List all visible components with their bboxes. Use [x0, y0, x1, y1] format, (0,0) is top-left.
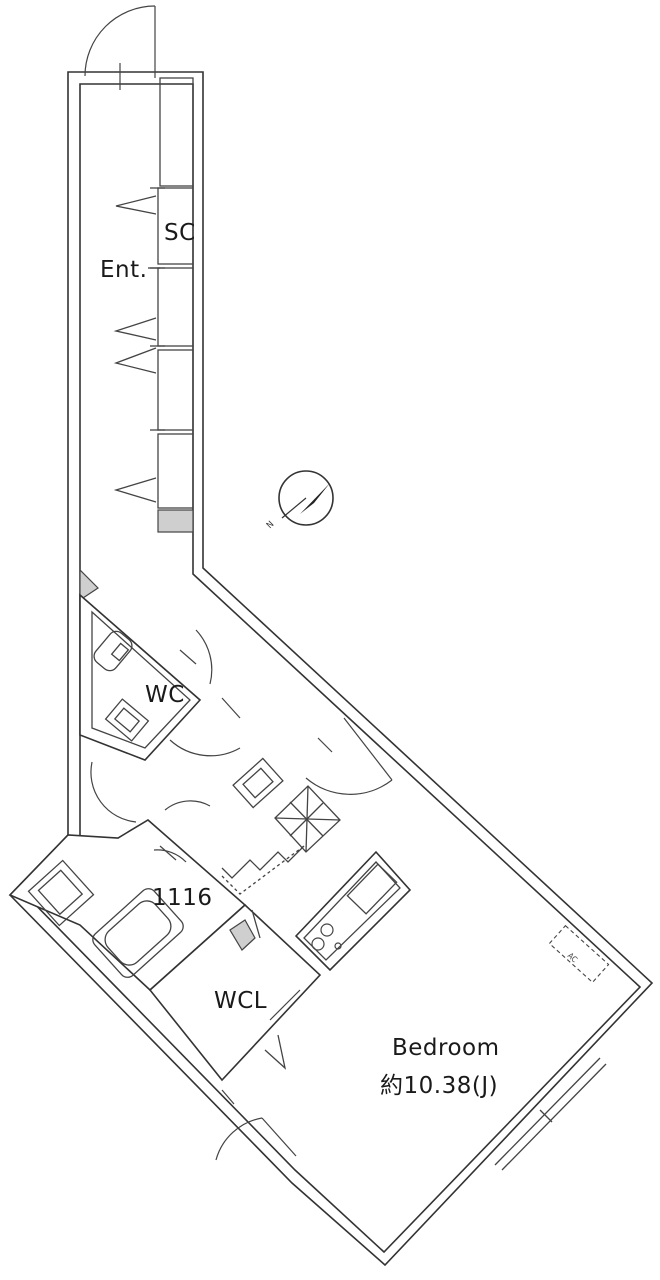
balcony-door[interactable] — [215, 1089, 297, 1161]
toilet-icon — [93, 630, 133, 672]
wcl-label: WCL — [214, 988, 267, 1014]
bath-sink-icon — [27, 859, 95, 927]
bath-label: 1116 — [152, 885, 213, 911]
compass-north-label: N — [265, 520, 276, 531]
bedroom-label: Bedroom — [392, 1035, 500, 1061]
hallway-doors[interactable] — [90, 697, 393, 823]
entrance-door[interactable] — [84, 5, 156, 90]
shoe-closet — [113, 77, 194, 533]
kitchen-sink-icon — [346, 863, 398, 915]
stove-icon — [311, 923, 342, 951]
balcony-window[interactable] — [494, 1057, 607, 1171]
air-conditioner-icon: AC — [548, 924, 610, 984]
sink-icon — [104, 698, 150, 742]
kitchen — [294, 850, 412, 972]
wall-pillar — [79, 568, 99, 602]
walk-in-closet: WCL — [148, 903, 322, 1082]
bathroom: 1116 — [8, 819, 247, 992]
toilet-room — [79, 593, 213, 761]
storage-shelves — [221, 845, 305, 895]
bedroom-area-label: 約10.38(J) — [380, 1073, 498, 1099]
washing-machine-space — [274, 785, 341, 853]
shoe-closet-label: SC — [164, 220, 196, 246]
entrance-label: Ent. — [100, 257, 147, 283]
bathtub-icon — [92, 888, 184, 978]
wc-label: WC — [145, 682, 185, 708]
wash-basin-icon — [232, 757, 284, 809]
compass-icon: N — [265, 470, 334, 531]
